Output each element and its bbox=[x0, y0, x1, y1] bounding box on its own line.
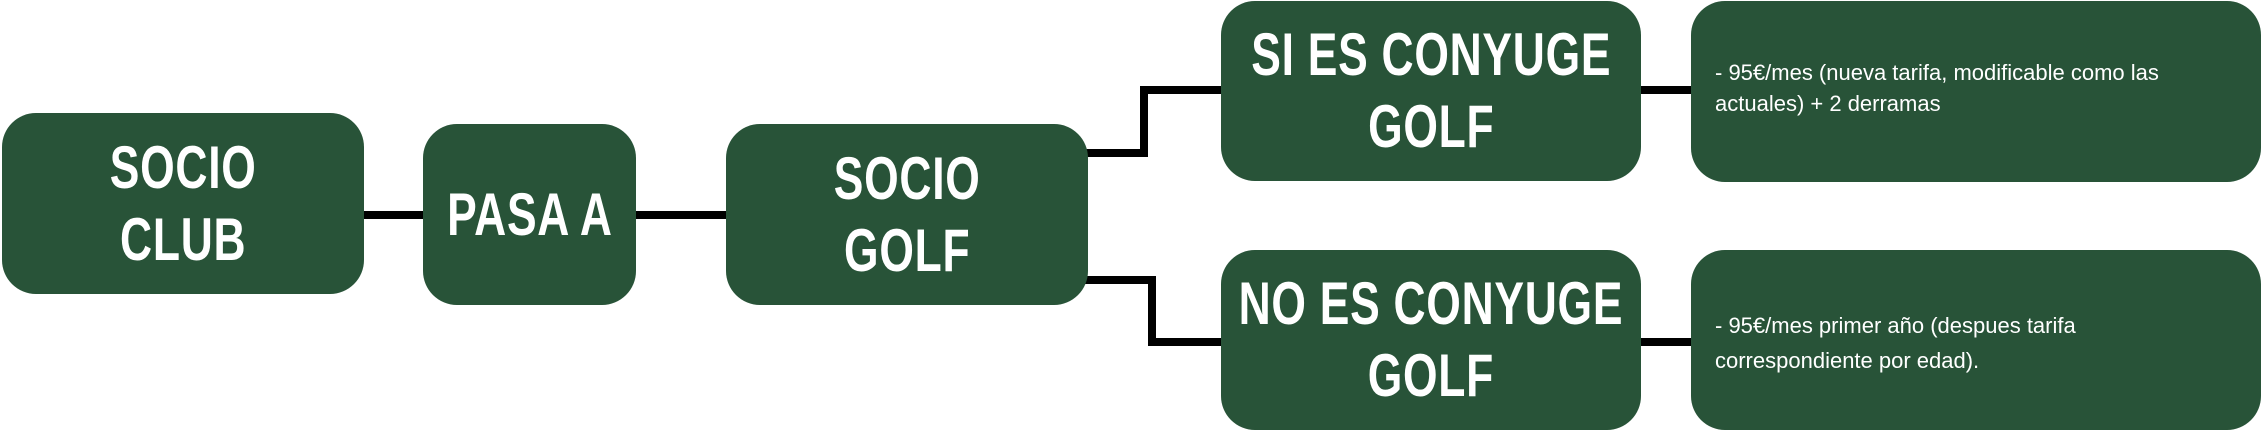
label-line: SOCIO bbox=[109, 133, 257, 201]
node-socio-golf-label: SOCIO GOLF bbox=[834, 143, 981, 287]
connector-golf-si-v bbox=[1140, 86, 1148, 157]
node-si-detail: - 95€/mes (nueva tarifa, modificable com… bbox=[1691, 1, 2261, 182]
label-line: GOLF bbox=[843, 216, 971, 284]
node-socio-golf: SOCIO GOLF bbox=[726, 124, 1088, 305]
label-line: SI ES CONYUGE bbox=[1251, 21, 1611, 88]
node-pasa-a: PASA A bbox=[423, 124, 636, 305]
node-no-detail-text: - 95€/mes primer año (despues tarifa cor… bbox=[1715, 313, 2076, 373]
connector-club-pasa bbox=[360, 211, 428, 219]
node-socio-club: SOCIO CLUB bbox=[2, 113, 364, 294]
node-si-conyuge-label: SI ES CONYUGE GOLF bbox=[1251, 19, 1611, 163]
label-line: SOCIO bbox=[833, 144, 981, 212]
connector-no-detail bbox=[1638, 338, 1696, 346]
connector-si-detail bbox=[1638, 86, 1696, 94]
connector-golf-si-h2 bbox=[1140, 86, 1225, 94]
connector-golf-no-h1 bbox=[1084, 276, 1156, 284]
label-line: PASA A bbox=[446, 180, 613, 248]
node-si-detail-text: - 95€/mes (nueva tarifa, modificable com… bbox=[1715, 60, 2159, 116]
node-no-conyuge: NO ES CONYUGE GOLF bbox=[1221, 250, 1641, 430]
node-socio-club-label: SOCIO CLUB bbox=[110, 132, 257, 276]
node-no-detail: - 95€/mes primer año (despues tarifa cor… bbox=[1691, 250, 2261, 430]
label-line: GOLF bbox=[1367, 342, 1495, 409]
label-line: NO ES CONYUGE bbox=[1238, 270, 1624, 337]
connector-golf-si-h1 bbox=[1084, 149, 1148, 157]
label-line: CLUB bbox=[119, 205, 247, 273]
connector-pasa-golf bbox=[632, 211, 730, 219]
label-line: GOLF bbox=[1367, 93, 1495, 160]
connector-golf-no-v bbox=[1148, 276, 1156, 345]
connector-golf-no-h2 bbox=[1148, 338, 1225, 346]
node-no-conyuge-label: NO ES CONYUGE GOLF bbox=[1239, 268, 1624, 412]
node-pasa-a-label: PASA A bbox=[447, 179, 613, 251]
node-si-conyuge: SI ES CONYUGE GOLF bbox=[1221, 1, 1641, 181]
